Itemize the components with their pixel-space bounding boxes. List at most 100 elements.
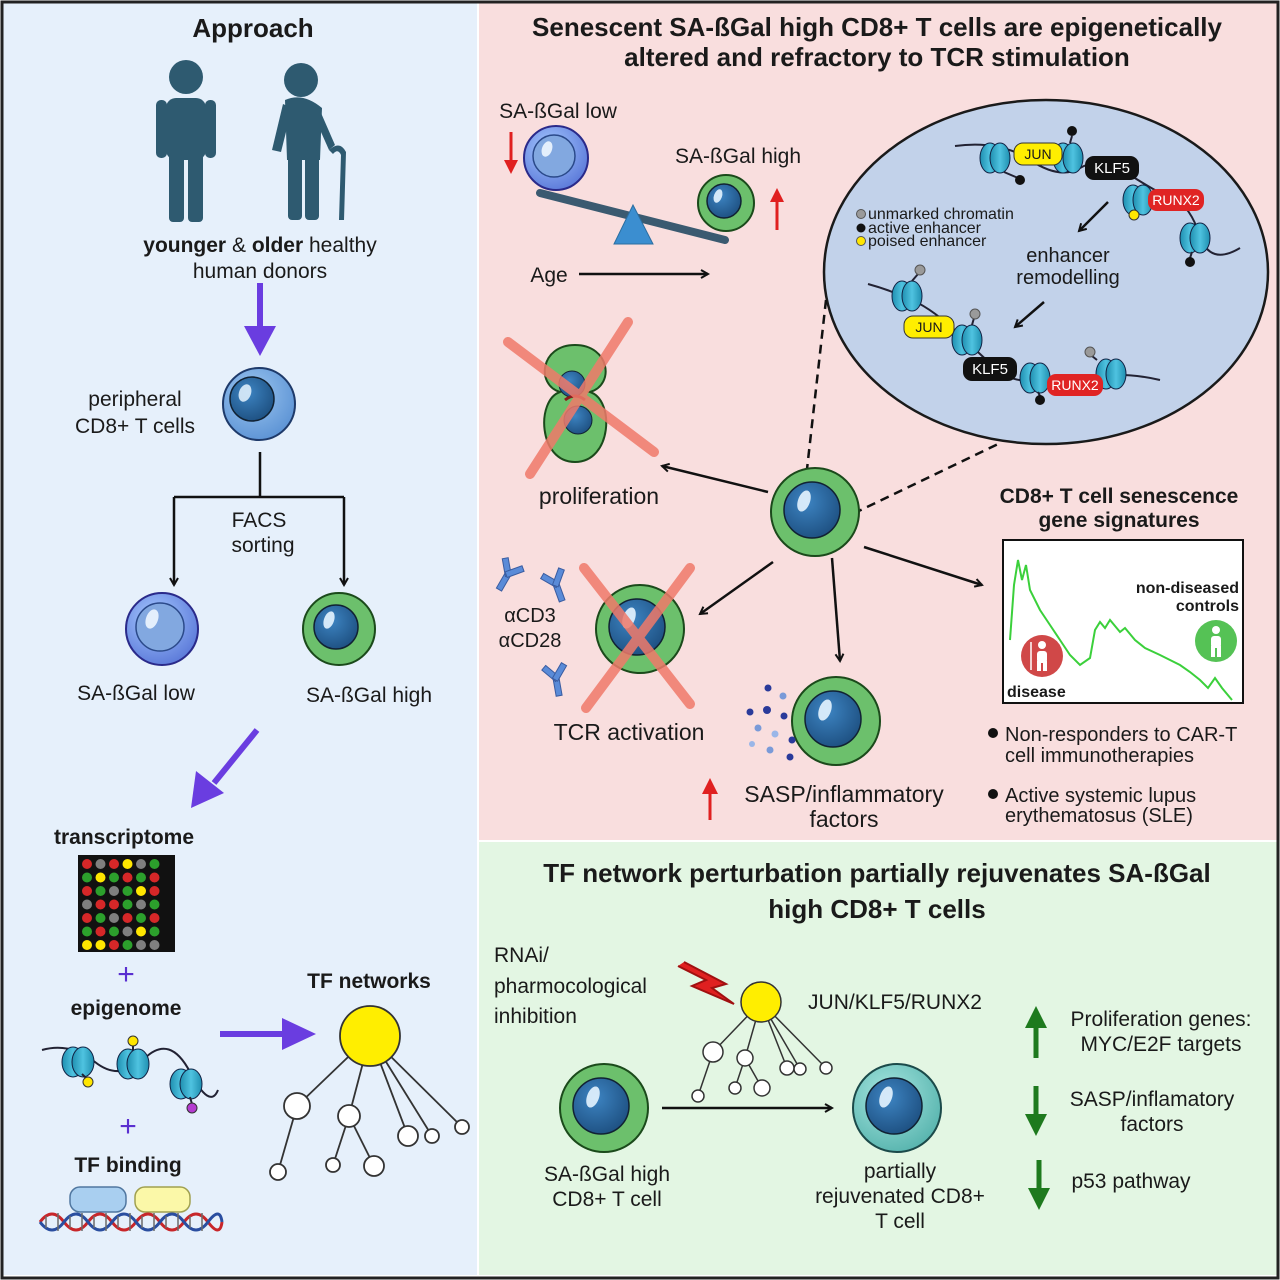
heatmap-dot (109, 859, 119, 869)
effect2-label-line2: factors (1120, 1113, 1183, 1136)
peripheral-cell (222, 367, 296, 441)
rejuvenation-title-line1: TF network perturbation partially rejuve… (543, 858, 1210, 888)
heatmap-dot (95, 899, 106, 910)
heatmap-dot (149, 940, 160, 950)
high-label: SA-ßGal high (306, 684, 432, 707)
effect1-label: Proliferation genes: (1071, 1008, 1252, 1031)
low-label: SA-ßGal low (77, 682, 196, 705)
lightning-icon (677, 961, 735, 1005)
proliferation-cross-icon (503, 317, 659, 479)
tcr-activation-label: TCR activation (554, 719, 705, 745)
seesaw-high-label: SA-ßGal high (675, 145, 801, 168)
heatmap-dot (149, 926, 160, 937)
heatmap-dot (122, 886, 133, 896)
svg-text:KLF5: KLF5 (972, 361, 1008, 378)
transcriptome-label: transcriptome (54, 826, 194, 849)
heatmap-dot (82, 926, 92, 937)
heatmap-dot (136, 872, 146, 883)
svg-text:JUN: JUN (915, 319, 942, 335)
rejuvenated-cell (852, 1063, 942, 1153)
bullet2-text-line2: erythematosus (SLE) (1005, 805, 1193, 827)
sa-bgal-high-cd8-cell (559, 1063, 649, 1153)
older-donor-icon (272, 63, 346, 220)
heatmap-dot (95, 886, 106, 896)
heatmap-dot (122, 872, 133, 883)
heatmap-dot (149, 886, 160, 896)
enrichment-plot (1002, 539, 1244, 704)
svg-text:active enhancer: active enhancer (868, 220, 982, 237)
heatmap-cells (82, 859, 160, 950)
nondiseased-label-line2: controls (1176, 598, 1239, 615)
tf-network-tree (269, 1005, 470, 1181)
heatmap-dot (95, 926, 106, 937)
svg-text:JUN: JUN (1024, 146, 1051, 162)
sasp-label-line2: factors (809, 806, 878, 832)
effect-up-arrow-icon (1025, 1006, 1047, 1058)
plus-2: + (119, 1110, 137, 1143)
disease-label: disease (1007, 684, 1066, 701)
signature-title-line2: gene signatures (1038, 509, 1199, 532)
seesaw-high-cell (697, 174, 755, 232)
heatmap-dot (122, 859, 133, 869)
heatmap-dot (109, 872, 119, 883)
cell-label-line2: CD8+ T cell (552, 1188, 662, 1211)
signature-title: CD8+ T cell senescence (1000, 485, 1239, 508)
younger-donor-icon (156, 60, 216, 222)
sasp-cell (791, 676, 881, 766)
senescent-title-line1: Senescent SA-ßGal high CD8+ T cells are … (532, 12, 1223, 42)
up-red-arrow-icon (770, 188, 784, 230)
effect-down-arrow-2-icon (1028, 1160, 1050, 1210)
effect3-label: p53 pathway (1071, 1170, 1191, 1193)
arrow-to-signature (863, 545, 982, 585)
rnai-label: RNAi/ (494, 944, 549, 967)
heatmap-dot (136, 899, 146, 910)
jun-badge-after (903, 315, 955, 339)
down-red-arrow-icon (504, 132, 518, 174)
svg-text:RUNX2: RUNX2 (1152, 192, 1200, 208)
senescent-title-line2: altered and refractory to TCR stimulatio… (624, 42, 1130, 72)
remodel-arrow-1 (1079, 201, 1109, 231)
epigenome-nucleosomes (41, 1035, 219, 1114)
approach-panel (3, 3, 477, 1275)
effect1-label-line2: MYC/E2F targets (1080, 1033, 1241, 1056)
bullet-1 (988, 728, 998, 738)
heatmap-dot (122, 913, 133, 923)
heatmap-dot (149, 899, 160, 910)
heatmap-dot (82, 899, 92, 910)
heatmap-dot (109, 940, 119, 950)
rejuvenation-panel (479, 842, 1277, 1275)
facs-label-line2: sorting (231, 534, 294, 557)
facs-sorting-arrows (174, 452, 344, 585)
rnai-label-line2: pharmocological (494, 975, 647, 998)
heatmap-dot (109, 926, 119, 937)
epigenome-label: epigenome (71, 997, 182, 1020)
arrow-to-proliferation (662, 466, 769, 494)
sa-bgal-low-cell (125, 592, 199, 666)
sasp-dots (746, 684, 796, 761)
acd3-label: αCD3 (504, 605, 556, 627)
age-label: Age (530, 264, 567, 287)
tf-binding-label: TF binding (74, 1154, 181, 1177)
heatmap-dot (149, 913, 160, 923)
rejuvenated-label-line3: T cell (875, 1210, 925, 1233)
heatmap-dot (109, 886, 119, 896)
remodel-label-line2: remodelling (1016, 267, 1119, 289)
healthy-person-icon (1195, 620, 1237, 662)
bullet1-text-line2: cell immunotherapies (1005, 745, 1194, 767)
klf5-badge-before (1085, 156, 1139, 180)
heatmap-dot (122, 926, 133, 937)
tfs-label: JUN/KLF5/RUNX2 (808, 991, 982, 1014)
heatmap-dot (95, 940, 106, 950)
heatmap-dot (136, 940, 146, 950)
effect2-label: SASP/inflamatory (1070, 1088, 1235, 1111)
heatmap-dot (136, 913, 146, 923)
bullet1-text: Non-responders to CAR-T (1005, 724, 1237, 746)
heatmap-dot (82, 886, 92, 896)
seesaw (536, 189, 729, 245)
proliferation-label: proliferation (539, 483, 659, 509)
tf-binding-dna (38, 1186, 224, 1232)
heatmap-dot (82, 940, 92, 950)
svg-text:RUNX2: RUNX2 (1051, 377, 1099, 393)
runx2-badge-before (1148, 189, 1204, 211)
facs-label: FACS (232, 509, 287, 532)
